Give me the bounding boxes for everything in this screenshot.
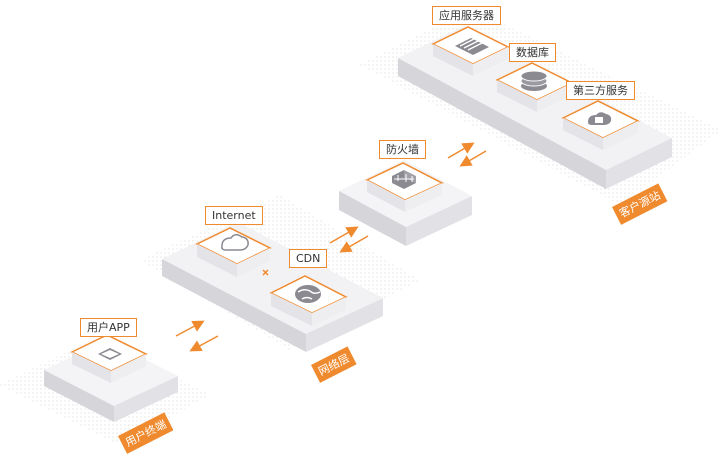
- app-server-node[interactable]: [431, 26, 510, 76]
- arrow-network-firewall: [329, 226, 369, 253]
- link-x-icon: [262, 269, 269, 276]
- globe-icon: [295, 285, 321, 303]
- server-icon: [455, 38, 489, 55]
- third-party-icon: [588, 112, 612, 125]
- third-party-node[interactable]: [561, 100, 640, 150]
- cdn-node[interactable]: [269, 275, 348, 326]
- database-icon: [520, 70, 548, 91]
- database-label: 数据库: [509, 43, 556, 62]
- cdn-label: CDN: [289, 249, 328, 268]
- firewall-label: 防火墙: [379, 140, 426, 159]
- database-node[interactable]: [495, 62, 574, 112]
- third-party-label: 第三方服务: [566, 81, 635, 100]
- internet-label: Internet: [205, 206, 263, 225]
- app-node[interactable]: [70, 334, 148, 383]
- internet-node[interactable]: [195, 227, 272, 277]
- firewall-node[interactable]: [339, 160, 472, 246]
- firewall-icon: [392, 170, 416, 189]
- app-label: 用户APP: [80, 318, 137, 337]
- arrow-app-network: [175, 320, 219, 352]
- phone-icon: [98, 348, 122, 360]
- cloud-icon: [221, 234, 249, 251]
- arrow-firewall-origin: [447, 142, 487, 167]
- app-server-label: 应用服务器: [432, 6, 501, 25]
